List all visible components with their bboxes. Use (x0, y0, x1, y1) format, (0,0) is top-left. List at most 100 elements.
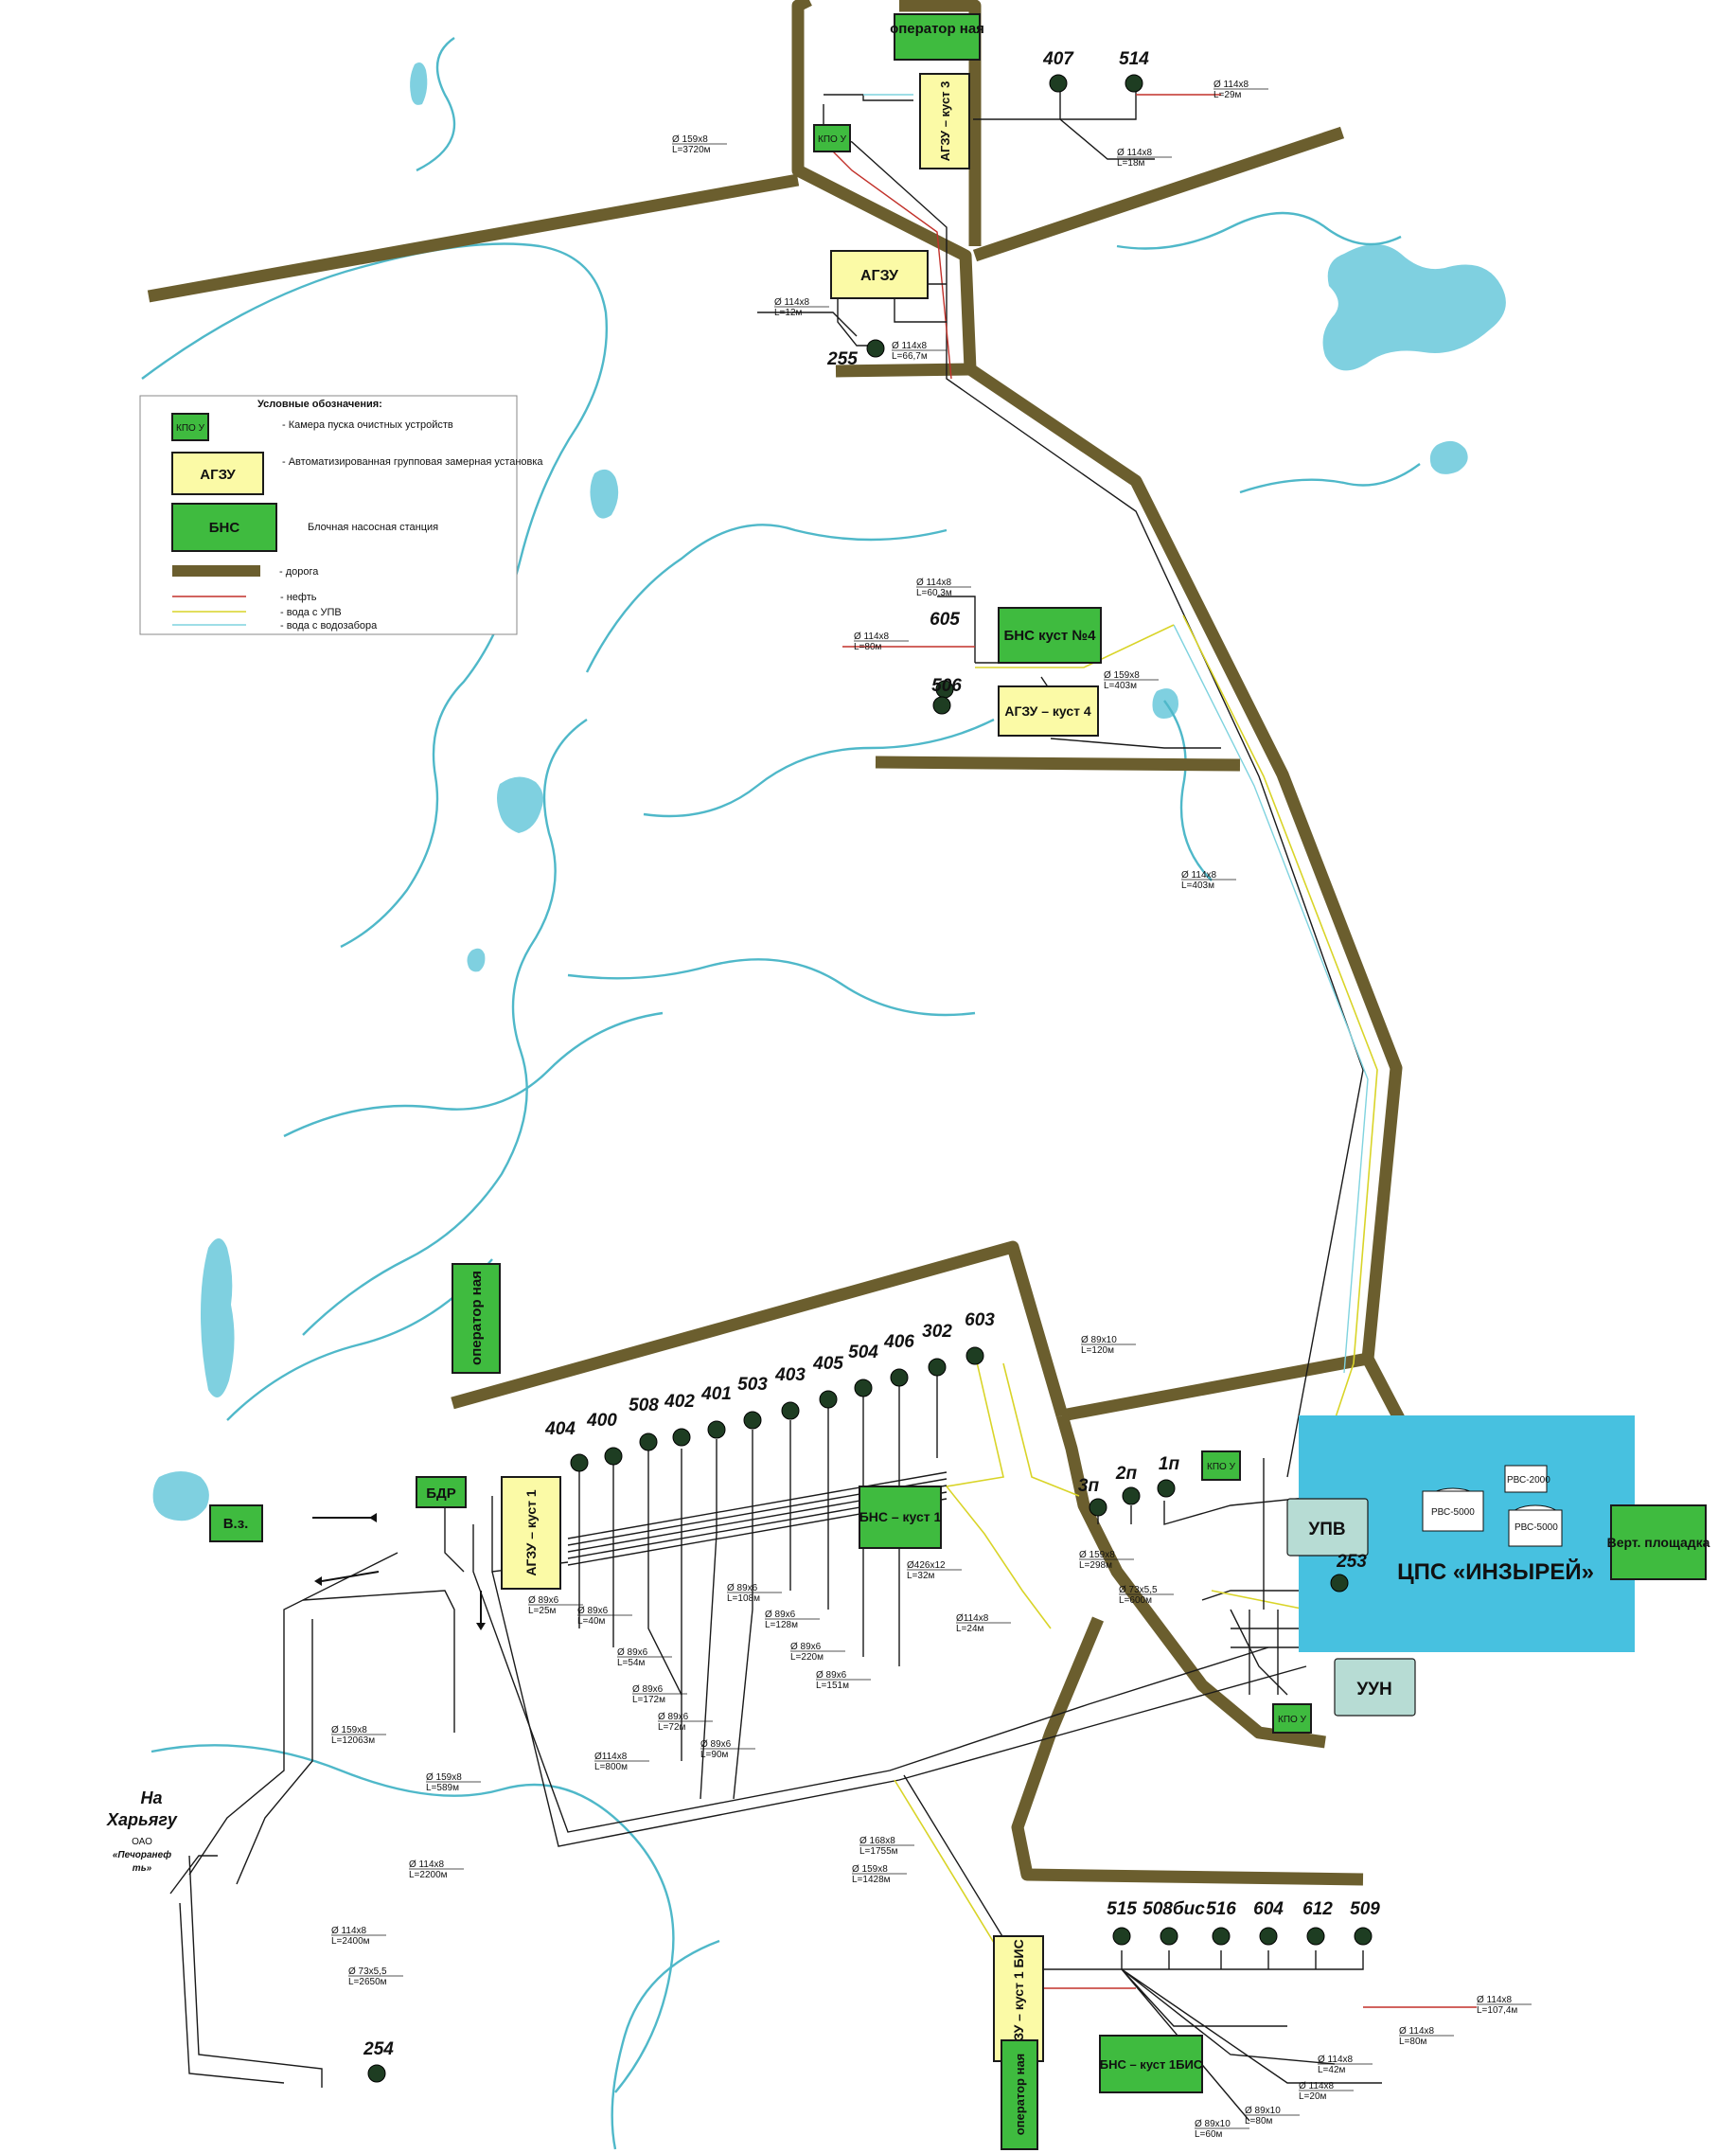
pipe-label: L=60м (1195, 2129, 1223, 2140)
well-marker[interactable] (1122, 1486, 1141, 1505)
destination-line1: На (140, 1788, 162, 1807)
legend-kpo-symbol (171, 413, 209, 441)
pipe-label: Ø 73x5,5 (1119, 1585, 1158, 1595)
well-marker[interactable] (1354, 1927, 1373, 1946)
well-marker[interactable] (743, 1411, 762, 1430)
pipe-export-4 (491, 1571, 1307, 1847)
pipe-label: L=800м (594, 1762, 628, 1772)
vz-box[interactable] (209, 1504, 263, 1542)
agzu-kust1-box[interactable] (501, 1476, 561, 1590)
pipe-label: L=1428м (852, 1875, 891, 1885)
destination-company3: ть» (133, 1863, 152, 1874)
river-9 (567, 958, 976, 1017)
well-label: 1п (1159, 1454, 1180, 1474)
well-marker[interactable] (819, 1390, 838, 1409)
pipe-label: L=298м (1079, 1560, 1112, 1571)
well-marker[interactable] (367, 2064, 386, 2083)
lake-southwest (152, 1471, 209, 1521)
pipelines (169, 87, 1477, 2122)
pipe-kust4-y (975, 624, 1175, 668)
agzu-kust4-box[interactable] (998, 685, 1099, 737)
road-top-loop (791, 0, 977, 378)
operator-top-box[interactable] (894, 13, 981, 61)
pipe-label: Ø 114x8 (1213, 80, 1249, 90)
river-12 (151, 1744, 675, 2093)
agzu-kust3-box[interactable] (919, 73, 970, 169)
pipe-bis-b (903, 1774, 1014, 1961)
pipe-label: L=80м (1399, 2037, 1427, 2047)
pipe-label: Ø114x8 (956, 1613, 989, 1624)
upv-box[interactable] (1286, 1498, 1369, 1557)
pipe-label: Ø 89x10 (1195, 2119, 1231, 2129)
bdr-box[interactable] (416, 1476, 467, 1508)
bns-kust4-box[interactable] (998, 607, 1102, 664)
well-marker[interactable] (965, 1346, 984, 1365)
uun-box[interactable] (1334, 1658, 1416, 1717)
well-marker[interactable] (1330, 1574, 1349, 1593)
bns-kust1bis-box[interactable] (1099, 2035, 1203, 2093)
vert-box[interactable] (1610, 1504, 1707, 1580)
pipe-label: Ø 114x8 (1318, 2055, 1353, 2065)
pipe-label: Ø 114x8 (331, 1926, 366, 1936)
well-marker[interactable] (866, 339, 885, 358)
pipe-label: Ø 89x6 (700, 1739, 732, 1750)
river-8 (643, 718, 995, 818)
well-marker[interactable] (1112, 1927, 1131, 1946)
well-marker[interactable] (604, 1447, 623, 1466)
operator-top-label: оператор ная (890, 21, 984, 37)
well-label: 254 (363, 2039, 394, 2059)
pipe-bis-r (1013, 1987, 1477, 2008)
pipe-trunk-cyan (1173, 624, 1369, 1374)
kpo-cps-box[interactable] (1201, 1450, 1241, 1481)
well-marker[interactable] (781, 1401, 800, 1420)
tank-label: РВС-5000 (1431, 1507, 1475, 1518)
lake-center (497, 776, 543, 833)
operator-bottom-box[interactable] (1001, 2039, 1038, 2150)
legend-agzu-symbol-label: АГЗУ (200, 467, 236, 483)
agzu-mid-box[interactable] (830, 250, 929, 299)
river-3 (1116, 211, 1402, 250)
arrow-2 (314, 1576, 322, 1586)
pipe-label: L=72м (658, 1722, 686, 1733)
kpo-cps-label: КПО У (1207, 1462, 1236, 1472)
well-marker[interactable] (1259, 1927, 1278, 1946)
well-marker[interactable] (1049, 74, 1068, 93)
pipe-export-5 (236, 1619, 313, 1885)
pipe-label: Ø 159x8 (331, 1725, 367, 1735)
well-marker[interactable] (1089, 1498, 1107, 1517)
well-marker[interactable] (1125, 74, 1143, 93)
pipe-label: Ø 159x8 (1079, 1550, 1115, 1560)
pipe-label: L=60,3м (916, 588, 952, 598)
pipe-label: Ø 114x8 (854, 632, 889, 642)
well-marker[interactable] (639, 1432, 658, 1451)
well-marker[interactable] (928, 1358, 947, 1377)
well-marker[interactable] (932, 696, 951, 715)
uun-label: УУН (1356, 1680, 1391, 1699)
pipe-kust3-wells (973, 87, 1137, 120)
destination-company2: «Печоранеф (113, 1849, 171, 1860)
pipe-label: Ø114x8 (594, 1752, 628, 1762)
kpo-top-box[interactable] (813, 124, 851, 152)
pipe-bis-wells (1036, 1950, 1364, 1970)
road-east-diagonal (972, 126, 1345, 262)
well-marker[interactable] (890, 1368, 909, 1387)
well-marker[interactable] (1306, 1927, 1325, 1946)
pipe-label: Ø 168x8 (859, 1836, 895, 1846)
operator-left-box[interactable] (452, 1263, 501, 1374)
well-marker[interactable] (672, 1428, 691, 1447)
well-marker[interactable] (1212, 1927, 1231, 1946)
well-marker[interactable] (570, 1453, 589, 1472)
well-marker[interactable] (1157, 1479, 1176, 1498)
pipe-label: Ø 159x8 (672, 134, 708, 145)
kpo-cps2-box[interactable] (1272, 1703, 1312, 1734)
pipe-label: Ø 89x6 (790, 1642, 822, 1652)
well-marker[interactable] (854, 1379, 873, 1397)
bns-kust1-box[interactable] (859, 1486, 942, 1549)
well-marker[interactable] (707, 1420, 726, 1439)
well-label: 508 (629, 1396, 659, 1415)
well-marker[interactable] (1160, 1927, 1178, 1946)
pipe-label: L=32м (907, 1571, 935, 1581)
pipe-label: Ø 114x8 (892, 341, 927, 351)
